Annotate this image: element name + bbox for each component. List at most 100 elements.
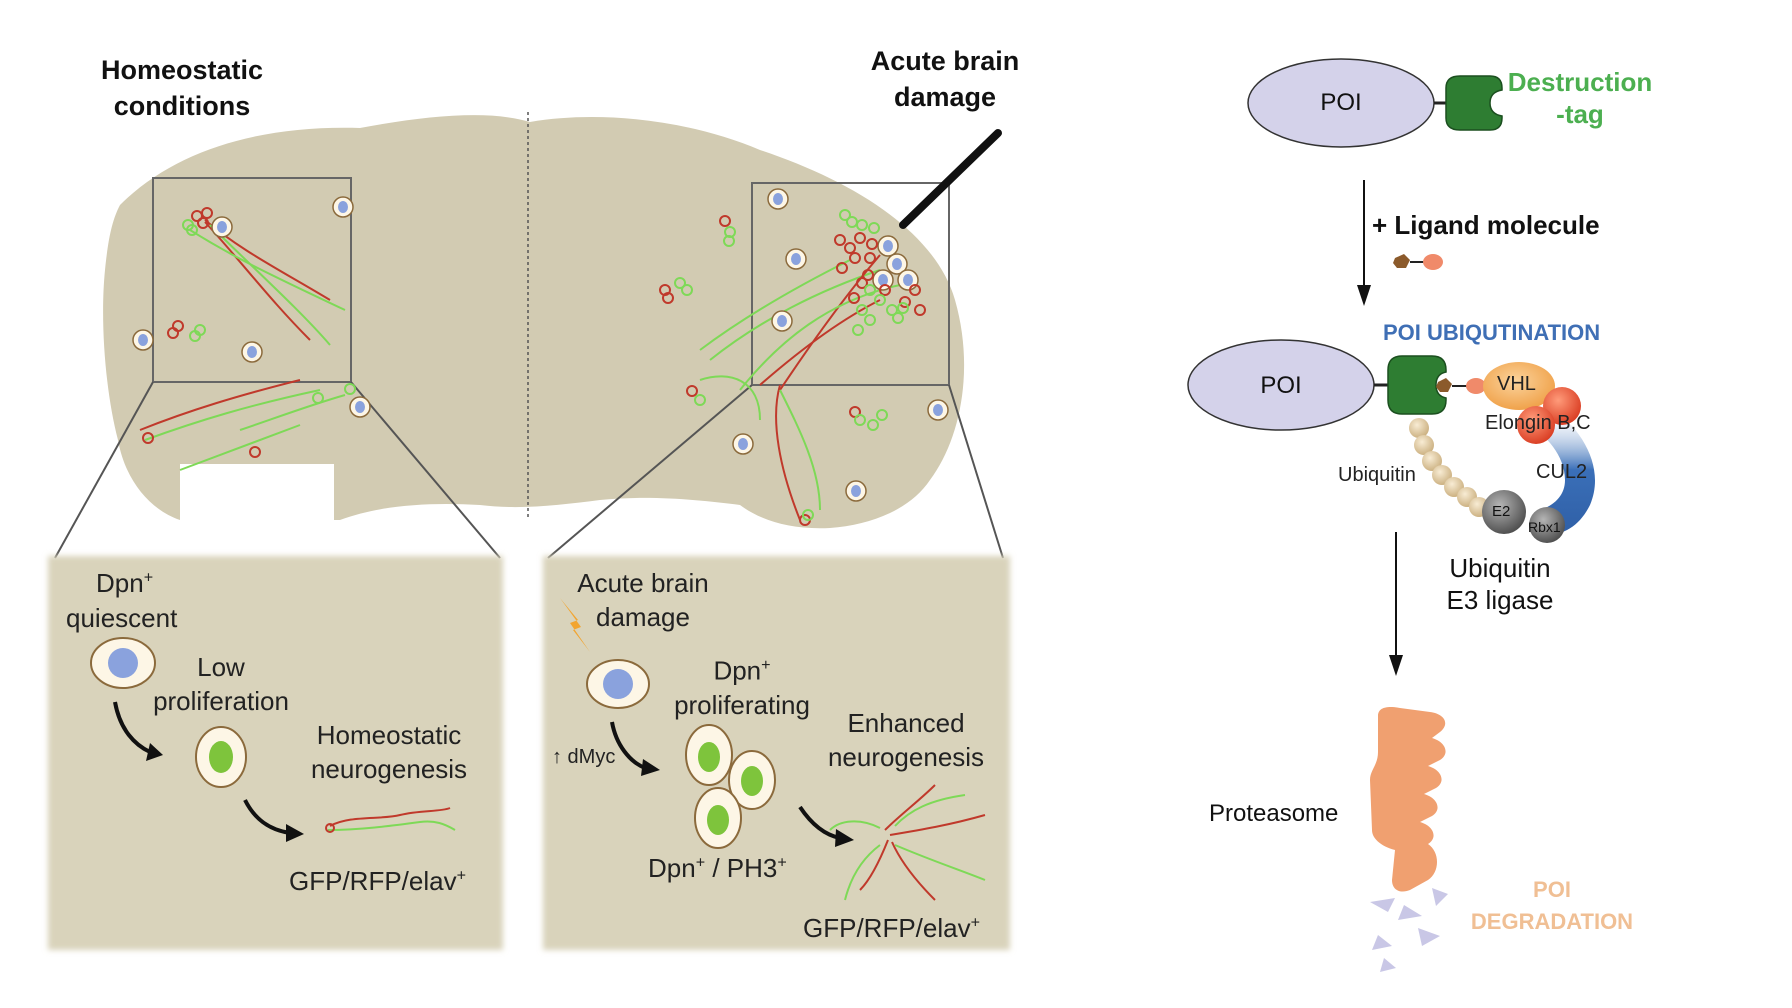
arrow-left-1-head (146, 743, 163, 761)
right-panel-bg (543, 556, 1010, 950)
green-neuron-cell (723, 235, 735, 247)
enhanced-neuron (829, 784, 986, 901)
red-neuron-cell (854, 232, 866, 244)
stem-cell-nucleus (933, 404, 943, 416)
red-neuron-cell (848, 292, 860, 304)
poi-mid-label: POI (1260, 372, 1302, 399)
arrow-right-1 (610, 721, 646, 770)
dmyc-label: ↑ dMyc (552, 746, 616, 768)
red-neuron-cell (849, 252, 861, 264)
left-connector-1 (54, 381, 154, 559)
green-neuron-cell (876, 409, 888, 421)
dpn-ph3-label: Dpn+ / PH3+ (648, 853, 787, 883)
cul2-label: CUL2 (1536, 461, 1588, 483)
green-neuron-cell (802, 509, 814, 521)
red-neuron-cell (836, 262, 848, 274)
red-neuron-cell (879, 284, 891, 296)
stem-cell-nucleus (138, 334, 148, 346)
red-neuron-cell (686, 385, 698, 397)
quiescent-nucleus (108, 648, 138, 678)
green-neuron-cell (674, 277, 686, 289)
left-connector-2 (350, 381, 501, 559)
green-neuron-cell (886, 304, 898, 316)
stem-cell-nucleus (773, 193, 783, 205)
dividing-nucleus-3 (707, 805, 729, 835)
red-neuron-cell (914, 304, 926, 316)
red-neuron-cell (249, 446, 261, 458)
ligand-warhead-icon (1393, 254, 1410, 268)
arrow-degradation-head (1389, 655, 1403, 676)
proteasome-icon (1370, 706, 1446, 892)
green-neuron-cell (867, 419, 879, 431)
ligand-bound-binder-icon (1466, 378, 1486, 394)
e2-label: E2 (1492, 503, 1511, 520)
arrow-left-1 (113, 701, 151, 754)
stem-cell-nucleus (791, 253, 801, 265)
homeostatic-neurogenesis-label: Homeostatic neurogenesis (310, 720, 468, 784)
white-patch (180, 464, 334, 524)
right-marker-label: GFP/RFP/elav+ (803, 913, 981, 943)
proteasome-label: Proteasome (1209, 800, 1339, 827)
rbx1-label: Rbx1 (1528, 519, 1561, 535)
arrow-ligand-head (1357, 285, 1371, 306)
red-neuron-cell (142, 432, 154, 444)
homeostatic-title: Homeostatic conditions (100, 55, 264, 121)
dpn-proliferating-label: Dpn+ proliferating (674, 655, 810, 720)
ubiquitination-label: POI UBIQUTINATION (1383, 320, 1601, 345)
arrow-right-2-head (835, 829, 854, 847)
stem-cell-nucleus (247, 346, 257, 358)
destruction-tag-top-icon (1445, 75, 1503, 131)
red-neuron-cell (201, 207, 213, 219)
red-neuron-cell (844, 242, 856, 254)
e2-enzyme (1482, 490, 1526, 534)
proliferating-nucleus (603, 669, 633, 699)
red-neuron-cell (719, 215, 731, 227)
right-trigger-label: Acute brain damage (577, 568, 709, 632)
green-neuron-cell (856, 219, 868, 231)
right-connector-1 (547, 384, 753, 559)
rbx1-subunit (1529, 507, 1565, 543)
red-neuron-cell (862, 269, 874, 281)
green-neuron-cell (864, 284, 876, 296)
enhanced-neurogenesis-label: Enhanced neurogenesis (827, 708, 985, 772)
green-neuron-cell (874, 294, 886, 306)
red-neuron-cell (864, 252, 876, 264)
red-neuron-cell (899, 296, 911, 308)
stem-cell-nucleus (338, 201, 348, 213)
low-proliferation-label: Low proliferation (153, 652, 289, 716)
homeostatic-neuron (327, 807, 456, 831)
arrow-left-2 (243, 799, 291, 835)
green-neuron-cell (897, 302, 909, 314)
e3-ligase-label: Ubiquitin E3 ligase (1446, 553, 1554, 615)
ubiquitin-chain (1409, 418, 1489, 517)
ligand-bound-warhead-icon (1436, 378, 1452, 392)
degraded-fragments (1370, 888, 1448, 972)
elongin-c (1517, 406, 1555, 444)
left-zoom-box (152, 177, 352, 383)
destruction-tag-label: Destruction -tag (1507, 67, 1653, 129)
green-neuron-cell (852, 324, 864, 336)
green-neuron-cell (864, 314, 876, 326)
stem-cell-nucleus (878, 274, 888, 286)
stem-cell-nucleus (883, 240, 893, 252)
arrow-right-1-head (641, 759, 660, 776)
green-neuron-cell (681, 284, 693, 296)
ligand-binder-icon (1423, 254, 1443, 270)
right-neuron-fibers (699, 254, 901, 521)
left-quiescent-label: quiescent (66, 603, 178, 633)
vhl-subunit (1483, 362, 1555, 410)
stem-cell-nucleus (892, 258, 902, 270)
green-neuron-cell (694, 394, 706, 406)
right-connector-2 (948, 384, 1004, 559)
poi-top-label: POI (1320, 89, 1362, 116)
lightning-icon (560, 598, 590, 652)
elongin-b (1543, 387, 1581, 425)
red-neuron-cell (834, 234, 846, 246)
left-neuron-fibers (139, 219, 346, 471)
red-neuron-cell (167, 327, 179, 339)
dividing-nucleus-1 (698, 742, 720, 772)
red-neuron-cell (659, 284, 671, 296)
left-panel-bg (48, 556, 503, 950)
green-neuron-cell (344, 383, 356, 395)
stem-cell-nucleus (777, 315, 787, 327)
